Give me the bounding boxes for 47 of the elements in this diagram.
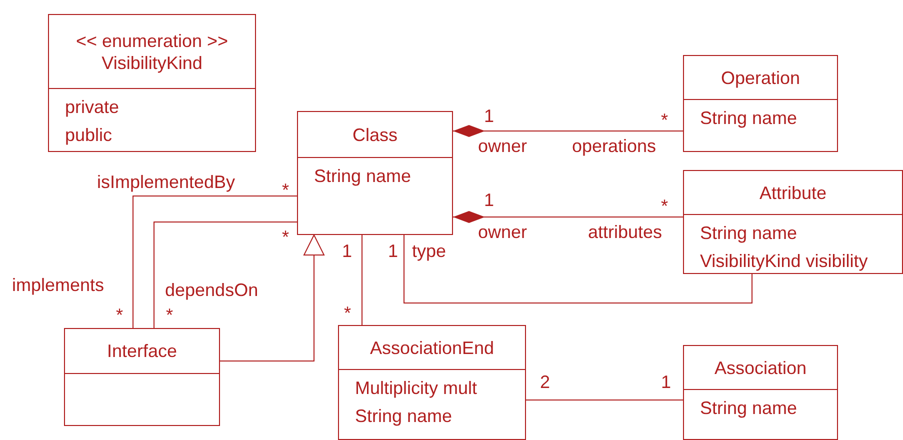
class-box [297, 111, 453, 235]
class-name: Association [714, 356, 807, 378]
stereotype-class-name: << enumeration >> VisibilityKind [74, 30, 230, 74]
role-label: owner [478, 222, 528, 242]
multiplicity-label: * [116, 305, 124, 325]
multiplicity-label: 1 [388, 241, 398, 261]
class-box [683, 55, 838, 152]
role-label: owner [478, 136, 528, 156]
role-label: isImplementedBy [97, 172, 236, 192]
multiplicity-label: 1 [661, 372, 672, 392]
generalization-arrow [220, 234, 324, 362]
attribute-list: String name [314, 162, 412, 190]
association-line [132, 196, 298, 328]
attribute-list: String name [700, 104, 798, 132]
class-box [338, 325, 526, 440]
role-label: implements [12, 275, 104, 295]
multiplicity-label: * [282, 227, 290, 247]
attribute-list: Multiplicity mult String name [355, 374, 520, 430]
association-line [154, 222, 298, 328]
role-label: operations [572, 136, 656, 156]
attribute-list: String name VisibilityKind visibility [700, 219, 902, 275]
multiplicity-label: 1 [484, 106, 494, 126]
association-line [404, 234, 752, 304]
composition-line [452, 211, 684, 223]
class-name: Interface [106, 340, 178, 362]
multiplicity-label: * [661, 110, 668, 130]
class-box [683, 170, 903, 274]
role-label: type [412, 241, 446, 261]
multiplicity-label: * [282, 180, 290, 200]
class-name: AssociationEnd [370, 336, 494, 358]
class-name: Operation [720, 66, 800, 88]
enum-literals: private public [65, 96, 120, 147]
class-name: Class [352, 124, 398, 146]
multiplicity-label: * [166, 305, 174, 325]
multiplicity-label: 1 [484, 190, 494, 210]
multiplicity-label: 1 [342, 241, 352, 261]
class-name: Attribute [759, 182, 827, 204]
composition-line [452, 125, 684, 137]
multiplicity-label: * [661, 196, 668, 216]
multiplicity-label: 2 [540, 372, 550, 392]
attribute-list: String name [700, 394, 798, 422]
class-box [48, 14, 256, 152]
class-box [64, 328, 220, 426]
role-label: dependsOn [165, 280, 258, 300]
role-label: attributes [588, 222, 662, 242]
multiplicity-label: * [344, 303, 352, 323]
class-box [683, 345, 838, 440]
